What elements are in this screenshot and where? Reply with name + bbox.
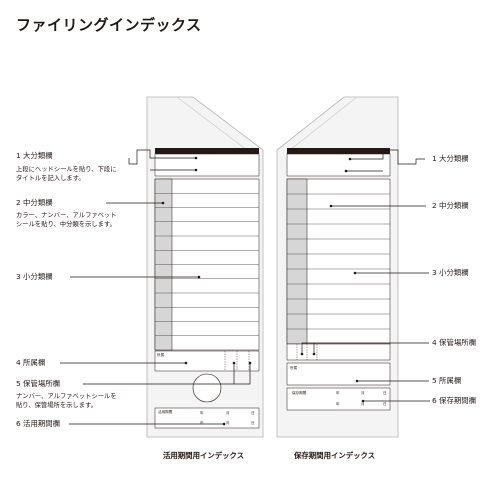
leader-dot — [353, 271, 357, 275]
right-affiliation-box — [286, 362, 391, 386]
left-head-band — [155, 148, 259, 154]
left-binder-hole — [192, 373, 222, 403]
left-title-box — [154, 153, 260, 177]
right-title-box — [286, 153, 391, 177]
right-year-2: 年 — [336, 401, 340, 406]
right-month-1: 月 — [361, 390, 365, 395]
leader-dot — [312, 352, 316, 356]
right-grid-rows — [287, 193, 390, 330]
left-period-text: 活用期間 — [158, 409, 173, 414]
leader-line — [128, 149, 196, 165]
right-callout-2-label: 2 中分類欄 — [432, 201, 469, 210]
right-sidebar — [286, 178, 308, 345]
left-index-card: 所属 活用期間 年 月 日 年 月 日 — [146, 96, 264, 438]
leader-line — [350, 149, 425, 165]
right-year-1: 年 — [336, 390, 340, 395]
left-callout-2-desc: カラー、ナンバー、アルファベット シールを貼り、中分類を示します。 — [16, 211, 117, 229]
left-grid-rows — [155, 193, 259, 336]
leader-dot — [184, 361, 188, 365]
desc-line: ナンバー、アルファベットシールを — [16, 393, 117, 400]
right-period-text: 保存期間 — [292, 390, 307, 395]
leader-line — [301, 342, 429, 354]
leader-dot — [355, 379, 359, 383]
right-callout-4-label: 4 保管場所欄 — [432, 338, 477, 347]
right-index-card: 所属 保存期間 年 月 日 年 月 日 — [276, 96, 399, 438]
left-month-1: 月 — [226, 410, 230, 415]
right-affiliation-text: 所属 — [290, 365, 298, 370]
right-month-2: 月 — [361, 401, 365, 406]
right-callout-5-label: 5 所属欄 — [432, 376, 462, 385]
desc-line: シールを貼り、中分類を示します。 — [16, 221, 116, 228]
page-title: ファイリングインデックス — [16, 16, 202, 34]
leader-line — [234, 363, 251, 385]
leader-dot — [248, 361, 252, 365]
leader-dot — [232, 361, 236, 365]
left-day-1: 日 — [251, 411, 255, 415]
left-callout-5-desc: ナンバー、アルファベットシールを 貼り、保管場所を示します。 — [16, 392, 117, 410]
left-callout-5-label: 5 保管場所欄 — [16, 379, 61, 388]
left-callout-3-label: 3 小分類欄 — [16, 272, 53, 281]
right-leaders — [300, 149, 430, 403]
right-period-box — [286, 387, 391, 411]
leader-dot — [194, 168, 198, 172]
left-period-box — [154, 407, 260, 429]
left-caption: 活用期間用インデックス — [163, 451, 245, 460]
left-callout-1-label: 1 大分類欄 — [16, 151, 53, 160]
desc-line: カラー、ナンバー、アルファベット — [16, 212, 117, 219]
left-affiliation-text: 所属 — [157, 352, 165, 357]
left-callout-4-label: 4 所属欄 — [16, 358, 46, 367]
right-day-1: 日 — [383, 391, 387, 395]
leader-dot — [344, 169, 348, 173]
right-callout-3-label: 3 小分類欄 — [432, 268, 469, 277]
leader-dot — [161, 201, 165, 205]
left-year-1: 年 — [200, 410, 204, 415]
leader-dot — [300, 352, 304, 356]
right-storage-box — [286, 343, 391, 361]
left-day-2: 日 — [251, 421, 255, 425]
right-day-2: 日 — [383, 402, 387, 406]
desc-line: 上段にヘッドシールを貼り、下段に — [16, 166, 117, 173]
desc-line: タイトルを記入します。 — [16, 175, 85, 182]
left-leaders — [60, 149, 252, 426]
desc-line: 貼り、保管場所を示します。 — [16, 402, 97, 409]
right-callout-1-label: 1 大分類欄 — [432, 154, 469, 163]
right-head-band — [287, 148, 390, 154]
left-callout-1-desc: 上段にヘッドシールを貼り、下段に タイトルを記入します。 — [16, 165, 117, 183]
leader-dot — [194, 156, 198, 160]
leader-dot — [222, 422, 226, 426]
leader-dot — [348, 157, 352, 161]
left-affiliation-box — [154, 350, 260, 372]
left-month-2: 月 — [226, 420, 230, 425]
leader-dot — [329, 204, 333, 208]
right-callout-6-label: 6 保存期間欄 — [432, 396, 477, 405]
right-fold-line — [289, 96, 358, 151]
leader-dot — [197, 275, 201, 279]
right-caption: 保存期間用インデックス — [294, 451, 376, 460]
left-callout-6-label: 6 活用期間欄 — [16, 419, 61, 428]
left-year-2: 年 — [200, 420, 204, 425]
left-callout-2-label: 2 中分類欄 — [16, 198, 53, 207]
left-fold-line — [176, 96, 248, 151]
leader-dot — [361, 399, 365, 403]
